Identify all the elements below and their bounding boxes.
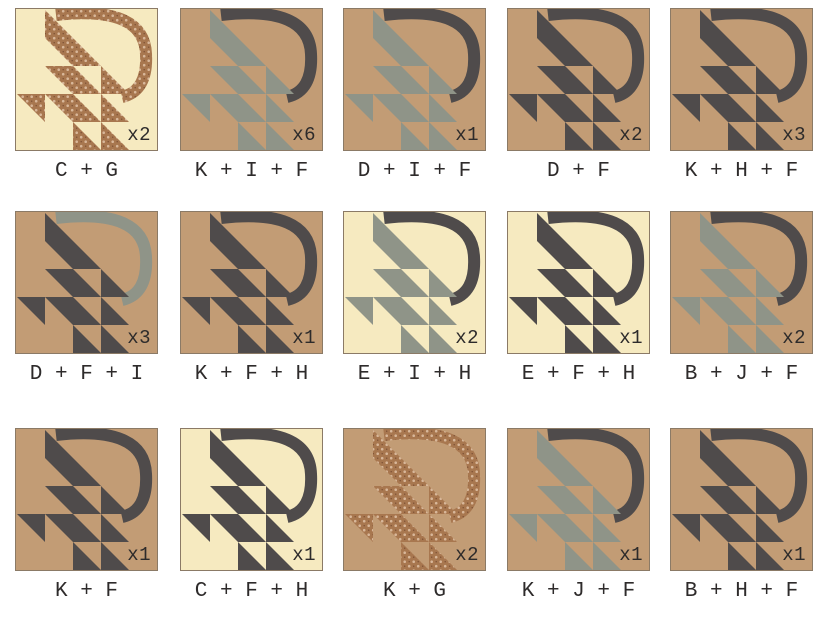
basket-block-illustration: x2 <box>670 211 813 354</box>
basket-block-card: x3D + F + I <box>15 203 160 403</box>
fabric-combination-label: D + F <box>501 160 656 183</box>
fabric-combination-label: K + F + H <box>174 363 329 386</box>
fabric-combination-label: E + I + H <box>337 363 492 386</box>
fabric-combination-label: D + F + I <box>9 363 164 386</box>
quantity-label: x1 <box>782 544 806 566</box>
basket-block-illustration: x3 <box>15 211 158 354</box>
fabric-combination-label: B + J + F <box>664 363 815 386</box>
basket-block-illustration: x6 <box>180 8 323 151</box>
basket-block-card: x1K + F + H <box>180 203 325 403</box>
basket-block-card: x1C + F + H <box>180 420 325 620</box>
fabric-combination-label: C + G <box>9 160 164 183</box>
basket-block-illustration: x3 <box>670 8 813 151</box>
quantity-label: x2 <box>619 124 643 146</box>
quantity-label: x2 <box>127 124 151 146</box>
basket-block-card: x2E + I + H <box>343 203 488 403</box>
quantity-label: x2 <box>782 327 806 349</box>
quantity-label: x6 <box>292 124 316 146</box>
basket-block-card: x1K + J + F <box>507 420 652 620</box>
quantity-label: x1 <box>619 327 643 349</box>
basket-block-card: x2B + J + F <box>670 203 815 403</box>
basket-block-illustration: x2 <box>343 211 486 354</box>
basket-block-illustration: x1 <box>343 8 486 151</box>
basket-block-card: x1E + F + H <box>507 203 652 403</box>
quantity-label: x1 <box>292 544 316 566</box>
fabric-combination-label: C + F + H <box>174 580 329 603</box>
quilt-block-grid: x2C + Gx6K + I + Fx1D + I + Fx2D + Fx3K … <box>0 0 815 605</box>
basket-block-illustration: x2 <box>343 428 486 571</box>
fabric-combination-label: K + H + F <box>664 160 815 183</box>
fabric-combination-label: K + I + F <box>174 160 329 183</box>
quantity-label: x1 <box>455 124 479 146</box>
basket-block-card: x2K + G <box>343 420 488 620</box>
basket-block-card: x2D + F <box>507 0 652 200</box>
basket-block-illustration: x1 <box>507 211 650 354</box>
basket-block-illustration: x1 <box>15 428 158 571</box>
fabric-combination-label: K + J + F <box>501 580 656 603</box>
fabric-combination-label: K + G <box>337 580 492 603</box>
quantity-label: x1 <box>127 544 151 566</box>
quantity-label: x2 <box>455 327 479 349</box>
quantity-label: x1 <box>292 327 316 349</box>
basket-block-card: x1K + F <box>15 420 160 620</box>
quantity-label: x2 <box>455 544 479 566</box>
fabric-combination-label: K + F <box>9 580 164 603</box>
basket-block-card: x6K + I + F <box>180 0 325 200</box>
quantity-label: x3 <box>782 124 806 146</box>
basket-block-card: x1B + H + F <box>670 420 815 620</box>
basket-block-illustration: x2 <box>507 8 650 151</box>
quantity-label: x3 <box>127 327 151 349</box>
basket-block-illustration: x1 <box>670 428 813 571</box>
fabric-combination-label: E + F + H <box>501 363 656 386</box>
basket-block-illustration: x1 <box>507 428 650 571</box>
basket-block-illustration: x1 <box>180 211 323 354</box>
quantity-label: x1 <box>619 544 643 566</box>
fabric-combination-label: B + H + F <box>664 580 815 603</box>
fabric-combination-label: D + I + F <box>337 160 492 183</box>
basket-block-illustration: x1 <box>180 428 323 571</box>
basket-block-card: x3K + H + F <box>670 0 815 200</box>
basket-block-illustration: x2 <box>15 8 158 151</box>
